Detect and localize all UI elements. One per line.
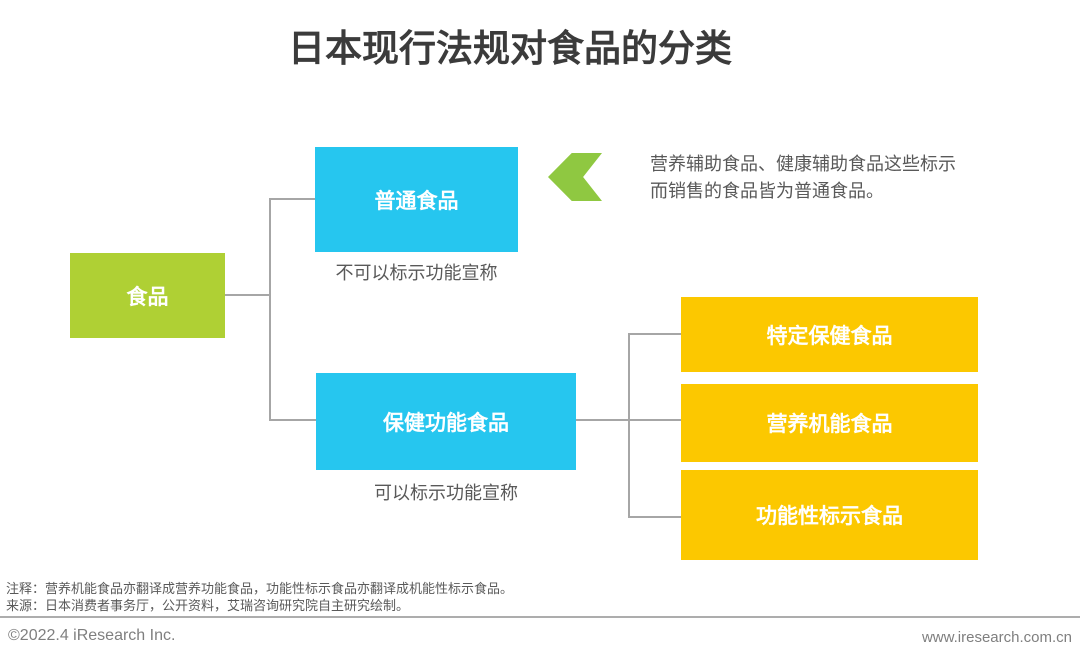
page-title: 日本现行法规对食品的分类 [288,28,732,69]
website-text: www.iresearch.com.cn [921,629,1072,646]
callout-line1: 营养辅助食品、健康辅助食品这些标示 [650,154,956,174]
footer-divider [0,616,1080,618]
node-ordinary-food: 普通食品 [315,147,518,252]
connector-to-functional-label-food [628,516,681,518]
node-health-function-food: 保健功能食品 [316,373,576,470]
node-health-function-food-label: 保健功能食品 [383,411,509,435]
node-food-label: 食品 [126,285,169,309]
node-food: 食品 [70,253,225,338]
node-tokutei-hoken-food: 特定保健食品 [681,297,978,372]
callout-text: 营养辅助食品、健康辅助食品这些标示 而销售的食品皆为普通食品。 [650,151,956,205]
note-ordinary-food: 不可以标示功能宣称 [335,263,498,283]
callout-line2: 而销售的食品皆为普通食品。 [650,181,884,201]
footnotes: 注释：营养机能食品亦翻译成营养功能食品，功能性标示食品亦翻译成机能性标示食品。 … [6,580,513,614]
left-chevron-arrow-icon [548,153,602,201]
node-nutrient-function-food: 营养机能食品 [681,384,978,462]
node-ordinary-food-label: 普通食品 [374,189,459,213]
note-health-function-food: 可以标示功能宣称 [374,483,518,503]
connector-level2-vertical [628,333,630,518]
footnote-source: 来源：日本消费者事务厅，公开资料，艾瑞咨询研究院自主研究绘制。 [6,598,410,613]
copyright-text: ©2022.4 iResearch Inc. [8,627,176,644]
node-nutrient-function-food-label: 营养机能食品 [766,413,893,436]
connector-to-health-function-food [269,419,316,421]
node-tokutei-hoken-food-label: 特定保健食品 [766,324,893,348]
connector-to-ordinary-food [269,198,315,200]
connector-level1-vertical [269,198,271,421]
connector-to-tokutei-food [628,333,681,335]
node-functional-label-food-label: 功能性标示食品 [756,505,903,528]
connector-root-horizontal [225,294,271,296]
footnote-annotation: 注释：营养机能食品亦翻译成营养功能食品，功能性标示食品亦翻译成机能性标示食品。 [6,581,514,596]
node-functional-label-food: 功能性标示食品 [681,470,978,560]
